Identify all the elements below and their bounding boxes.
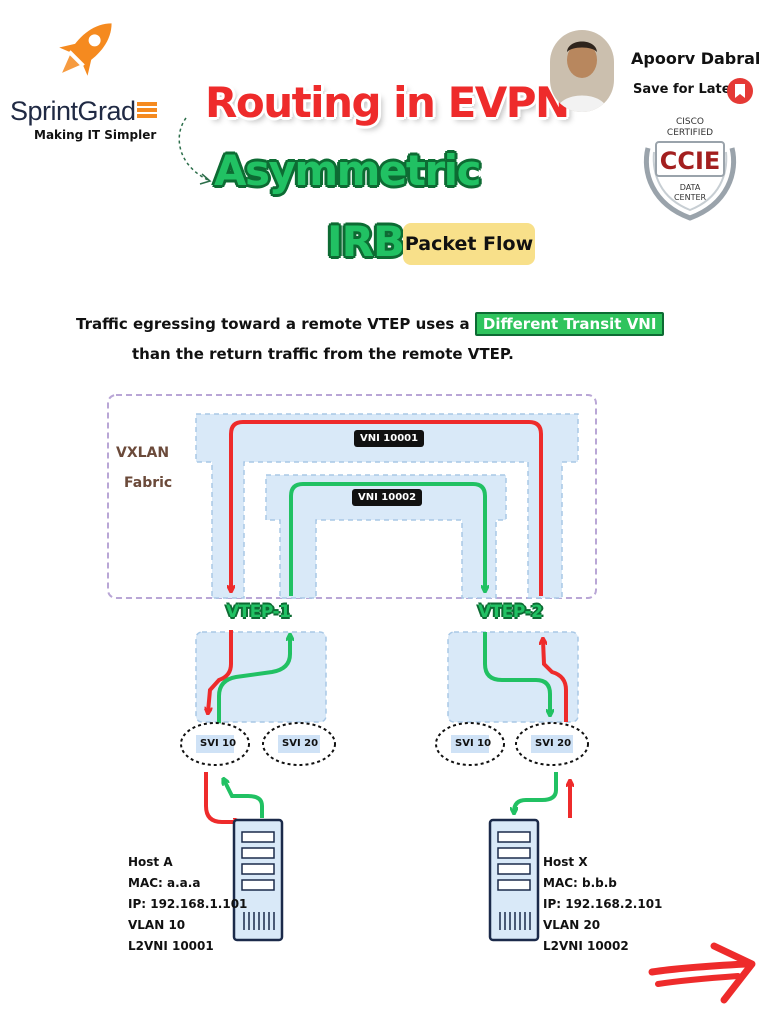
vtep-2-svi-10-label: SVI 10 [455,738,492,749]
inner-transit-region [265,474,507,599]
title-line-3: IRB [327,217,405,266]
curved-arrow-icon [178,117,212,185]
cert-line-1: CISCO [676,117,704,127]
bookmark-icon [735,84,745,98]
vni-10001-tag: VNI 10001 [354,430,425,447]
host-a-green-out [224,780,264,818]
fabric-label-line-1: VXLAN [116,445,170,461]
host-x-server-icon [488,818,540,942]
vtep-1-region [195,631,327,723]
description-line-2: than the return traffic from the remote … [132,345,514,363]
fabric-label-line-2: Fabric [124,475,173,491]
host-a-info: Host A MAC: a.a.a IP: 192.168.1.101 VLAN… [128,852,247,957]
host-x-vlan: VLAN 20 [543,918,601,932]
arrow-right-icon[interactable] [648,940,760,1008]
host-x-info: Host X MAC: b.b.b IP: 192.168.2.101 VLAN… [543,852,662,957]
title-line-2: Asymmetric [214,146,481,195]
outer-transit-region [195,413,579,599]
packet-flow-badge: Packet Flow [403,223,535,265]
vtep-1-svi-20-label: SVI 20 [282,738,319,749]
brand-name: SprintGrad [10,96,136,126]
host-x-l2vni: L2VNI 10002 [543,939,629,953]
author-name: Apoorv Dabral [631,49,761,68]
host-x-mac: MAC: b.b.b [543,876,617,890]
avatar [550,30,614,112]
title-line-1: Routing in EVPN [205,78,570,127]
rocket-icon [59,23,112,76]
host-a-vlan: VLAN 10 [128,918,186,932]
brand-tagline: Making IT Simpler [34,128,157,142]
cert-line-3: DATA [680,183,701,192]
host-a-red-in [204,772,238,822]
egress-path-vni-10001 [231,420,543,596]
ccie-badge: CISCO CERTIFIED CCIE DATA CENTER [643,117,737,221]
host-x-green-in [514,772,558,812]
vtep-2-green-down [483,632,550,714]
cert-name: CCIE [660,147,721,175]
vxlan-fabric-boundary [107,394,597,599]
cert-line-4: CENTER [674,193,707,202]
vni-10002-tag: VNI 10002 [352,489,423,506]
host-a-name: Host A [128,855,173,869]
host-x-ip: IP: 192.168.2.101 [543,897,663,911]
save-for-later-button[interactable] [727,78,753,104]
vtep-1-red-down [208,630,233,712]
description-highlight: Different Transit VNI [474,312,665,336]
vtep-2-svi-20-label: SVI 20 [535,738,572,749]
host-a-mac: MAC: a.a.a [128,876,201,890]
book-stack-icon [137,102,157,118]
vtep-1-svi-10-label: SVI 10 [200,738,237,749]
description-text: Traffic egressing toward a remote VTEP u… [76,315,470,333]
vxlan-fabric-label: VXLAN Fabric [116,438,172,498]
cert-line-2: CERTIFIED [667,128,713,138]
host-a-ip: IP: 192.168.1.101 [128,897,248,911]
save-for-later-label: Save for Later [633,82,737,97]
description-line-1: Traffic egressing toward a remote VTEP u… [76,312,665,336]
vtep-2-red-up [543,640,568,722]
host-a-l2vni: L2VNI 10001 [128,939,214,953]
vtep-1-green-up [217,636,290,728]
packet-flow-diagram [107,394,597,942]
vtep-2-label: VTEP-2 [478,602,543,622]
host-a-server-icon [232,818,284,942]
host-x-name: Host X [543,855,588,869]
return-path-vni-10002 [289,482,485,596]
vtep-1-label: VTEP-1 [226,602,291,622]
